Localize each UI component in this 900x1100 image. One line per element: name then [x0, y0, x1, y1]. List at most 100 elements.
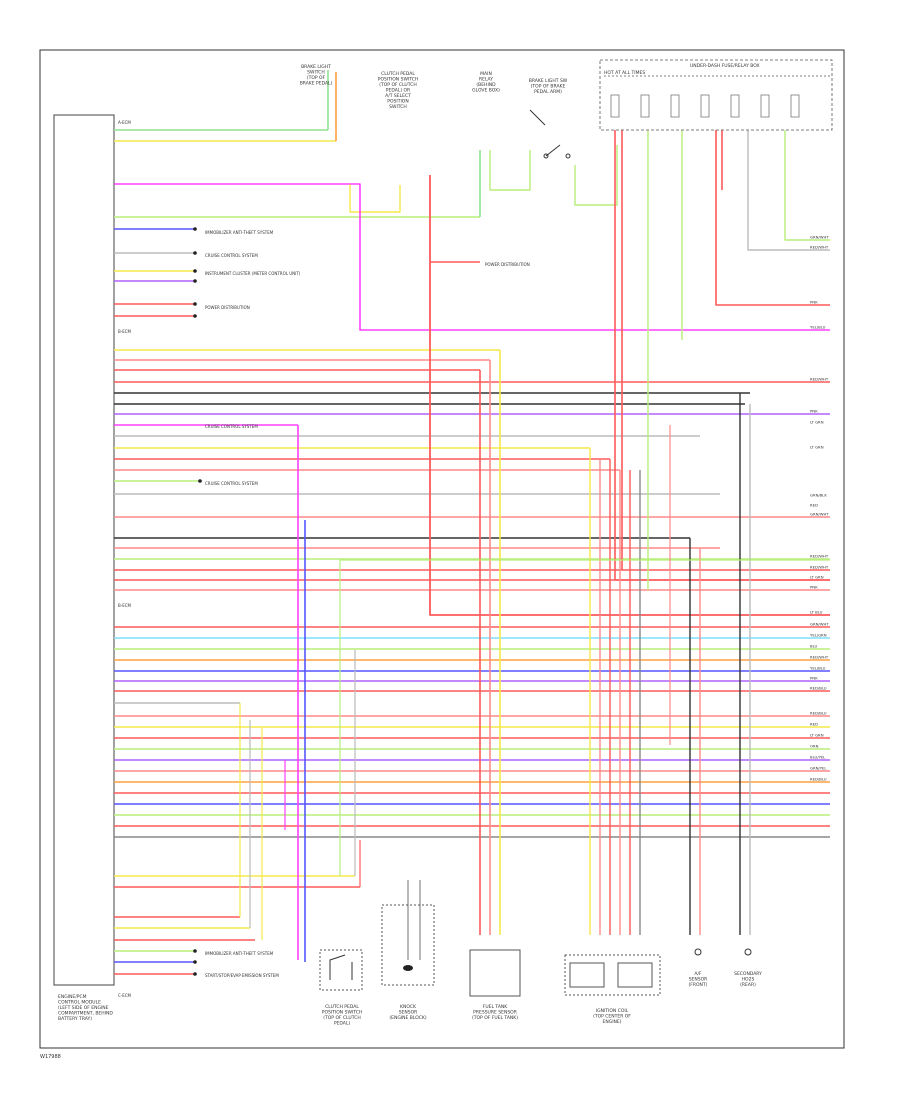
wire-color-label: RED/WHT	[810, 565, 829, 570]
fuse-icon	[730, 94, 740, 118]
ref-label: CRUISE CONTROL SYSTEM	[205, 481, 258, 486]
wire-color-label: RED	[810, 722, 818, 727]
fuse-icon	[610, 94, 620, 118]
wire-color-label: LT GRN	[810, 445, 824, 450]
main-relay-label: GLOVE BOX)	[472, 88, 500, 94]
wire	[339, 559, 830, 876]
brake-light-switch-label: PEDAL ARM)	[534, 89, 562, 95]
clutch-position-switch-label: POSITION SWITCH	[322, 1010, 363, 1016]
main-relay-symbol	[529, 109, 546, 126]
wire-color-label: RED/BLU	[810, 686, 827, 691]
wire-color-label: LT BLU	[810, 610, 823, 615]
fuse-icon	[790, 94, 800, 118]
connector-dot	[193, 251, 197, 255]
ecm-connector-label: C-ECM	[118, 993, 132, 998]
fuse-icon	[760, 94, 770, 118]
wire-color-label: GRN/WHT	[810, 512, 829, 517]
fuel-tank-pressure-sensor-label: (TOP OF FUEL TANK)	[472, 1015, 518, 1021]
connector-dot	[193, 949, 197, 953]
ecm-label: COMPARTMENT, BEHIND	[58, 1011, 113, 1017]
brake-switch-label: BRAKE LIGHT	[301, 64, 331, 70]
wire-color-label: BLU/YEL	[810, 755, 826, 760]
wire-color-label: RED/BLU	[810, 711, 827, 716]
connector-dot	[193, 972, 197, 976]
knock-sensor-icon	[403, 965, 413, 971]
main-relay-label: (BEHIND	[476, 82, 496, 88]
main-relay-label: RELAY	[479, 77, 493, 83]
clutch-switch-label: POSITION SWITCH	[378, 77, 419, 83]
wire	[747, 130, 830, 251]
wire	[574, 145, 618, 206]
hot-label: HOT AT ALL TIMES	[604, 70, 645, 76]
clutch-position-switch-label: CLUTCH PEDAL	[325, 1004, 359, 1010]
af-sensor-label: A/F	[694, 971, 702, 977]
ecm-label: ENGINE/PCM	[58, 994, 87, 1000]
fuse-icon	[700, 94, 710, 118]
fuse-wire	[715, 130, 830, 306]
fuse-icon	[670, 94, 680, 118]
wire-color-label: GRN/BLK	[810, 493, 827, 498]
wire-color-label: YEL/GRN	[810, 633, 827, 638]
ref-label: INSTRUMENT CLUSTER (METER CONTROL UNIT)	[205, 271, 301, 276]
ref-label: CRUISE CONTROL SYSTEM	[205, 424, 258, 429]
brake-switch-label: SWITCH	[307, 70, 325, 76]
connector-dot	[193, 302, 197, 306]
brake-switch-label: BRAKE PEDAL)	[300, 81, 333, 87]
wire-color-label: RED/WHT	[810, 245, 829, 250]
wire-color-label: GRN/WHT	[810, 622, 829, 627]
ref-label: IMMOBILIZER ANTI-THEFT SYSTEM	[205, 230, 274, 235]
brake-light-switch-label: BRAKE LIGHT SW	[529, 78, 568, 84]
fuse-relay-box	[599, 59, 833, 131]
main-relay-label: MAIN	[480, 71, 492, 77]
wire	[784, 130, 830, 241]
ref-label: START/STOP/EVAP EMISSION SYSTEM	[205, 973, 279, 978]
clutch-switch-symbol	[329, 954, 353, 980]
brake-light-switch-label: (TOP OF BRAKE	[531, 84, 566, 90]
connector-dot	[193, 279, 197, 283]
ref-label: CRUISE CONTROL SYSTEM	[205, 253, 258, 258]
connector-dot	[193, 960, 197, 964]
clutch-switch-label: CLUTCH PEDAL	[381, 71, 415, 77]
wire-color-label: PNK	[810, 409, 818, 414]
wire-color-label: GRN/YEL	[810, 766, 827, 771]
ho2s-label: SECONDARY	[734, 971, 762, 977]
diagram-frame	[39, 49, 845, 1049]
clutch-position-switch-label: PEDAL)	[334, 1021, 351, 1027]
fuse-wire	[614, 130, 830, 581]
ecm-module-box	[53, 114, 115, 986]
brake-switch-symbol	[543, 144, 571, 159]
wire-color-label: GRN/WHT	[810, 235, 829, 240]
wire-color-label: RED/BLU	[810, 777, 827, 782]
ho2s-label: HO2S	[742, 977, 755, 983]
knock-sensor-label: KNOCK	[400, 1004, 417, 1010]
fuel-tank-sensor-box	[469, 949, 521, 997]
ignition-coil-label: (TOP CENTER OF	[593, 1014, 631, 1020]
ignition-coil-frame	[564, 954, 661, 996]
knock-sensor-label: SENSOR	[399, 1010, 418, 1016]
wire	[349, 184, 401, 213]
connector-dot	[193, 227, 197, 231]
wire-color-label: RED/WHT	[810, 554, 829, 559]
clutch-switch-label: SWITCH	[389, 104, 407, 110]
ignition-coil-box-2	[617, 962, 653, 988]
ecm-label: (LEFT SIDE OF ENGINE	[58, 1005, 109, 1011]
wire-color-label: BLU	[810, 644, 818, 649]
brake-switch-label: (TOP OF	[307, 75, 326, 81]
ref-label: IMMOBILIZER ANTI-THEFT SYSTEM	[205, 951, 274, 956]
connector-dot	[193, 269, 197, 273]
ecm-connector-label: B-ECM	[118, 329, 132, 334]
clutch-switch-label: PEDAL) OR	[386, 88, 410, 94]
ecm-connector-label: B-ECM	[118, 603, 132, 608]
af-sensor-label: SENSOR	[689, 977, 708, 983]
ignition-coil-box-1	[569, 962, 605, 988]
fuel-tank-pressure-sensor-label: FUEL TANK	[483, 1004, 509, 1010]
fuse-box-label: UNDER-DASH FUSE/RELAY BOX	[690, 63, 760, 69]
clutch-switch-label: POSITION	[387, 99, 408, 105]
connector-dot	[198, 479, 202, 483]
knock-sensor-box	[381, 904, 435, 986]
wire-color-label: LT GRN	[810, 420, 824, 425]
wire-color-label: RED/WHT	[810, 655, 829, 660]
main-power-wire	[429, 175, 830, 616]
wire-harness	[114, 70, 830, 976]
fuse-row	[610, 94, 800, 118]
